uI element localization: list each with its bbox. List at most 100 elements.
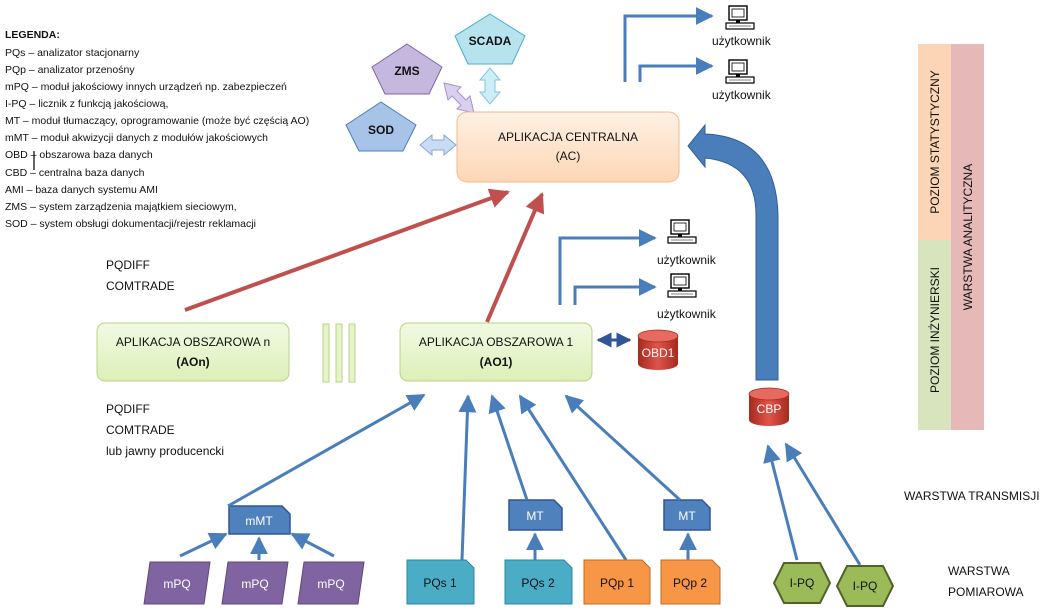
scada-label: SCADA [469,34,512,48]
user-label: użytkownik [712,34,772,48]
computer-icon [725,5,755,30]
pqp1-to-ao1-arrow [518,394,628,561]
mt-to-ao1-arrow [488,394,529,501]
area-app-n-code: (AOn) [176,355,209,369]
ipq-to-cbp-arrow [763,444,799,561]
area-app-n-title: APLIKACJA OBSZAROWA n [116,335,270,349]
layer-bands: POZIOM STATYSTYCZNY POZIOM INŻYNIERSKI W… [918,44,984,430]
ipq-to-cbp-arrow [784,442,862,566]
format-bottom: PQDIFF [106,402,150,416]
format-bottom: lub jawny producencki [106,444,224,458]
mpq-label: mPQ [317,577,344,591]
mmt-to-ao1-arrow [227,393,426,508]
ac-user-arrow-1 [623,7,714,82]
user-label: użytkownik [657,253,717,267]
mpq-to-mmt-arrow [179,532,228,558]
database-cbp: CBP [748,387,790,426]
measurement-layer-label-1: WARSTWA [948,564,1010,578]
statistical-band [918,44,951,240]
mpq-to-mmt-arrow [290,532,335,558]
device-pqp2: PQp 2 [660,559,721,605]
pqs1-to-ao1-arrow [458,394,477,561]
device-pqs1: PQs 1 [406,559,475,605]
device-mpq-2: mPQ [221,561,289,605]
mmt-label: mMT [245,514,273,528]
zms-label: ZMS [394,64,419,78]
user-label: użytkownik [657,307,717,321]
legend-title: LEGENDA: [5,29,60,41]
legend-item: mPQ – moduł jakościowy innych urządzeń n… [5,81,287,93]
system-sod: SOD [345,101,417,152]
legend-item: SOD – system obsługi dokumentacji/rejest… [5,218,256,230]
engineering-band [918,240,951,430]
analytical-band [951,44,984,430]
mpq-label: mPQ [163,577,190,591]
cbp-label: CBP [757,402,782,416]
legend-item: PQp – analizator przenośny [5,64,135,76]
area-application-1: APLIKACJA OBSZAROWA 1 (AO1) [399,322,593,382]
legend-item: mMT – moduł akwizycji danych z modułów j… [5,132,268,144]
format-top: COMTRADE [106,279,175,293]
format-bottom: COMTRADE [106,423,175,437]
device-pqp1: PQp 1 [583,559,651,605]
sod-ac-double-arrow [419,133,457,157]
ipq-label: I-PQ [790,576,815,590]
ac-user-arrow-2 [638,57,714,82]
computer-icon [667,273,697,298]
format-top: PQDIFF [106,258,150,272]
module-mt-pqp: MT [663,499,711,531]
ao1-to-ac-arrow [485,192,545,323]
mt-label: MT [526,509,544,523]
area-app-1-title: APLIKACJA OBSZAROWA 1 [419,335,574,349]
legend-item: PQs – analizator stacjonarny [5,47,140,59]
transmission-layer-label: WARSTWA TRANSMISJI [904,489,1040,503]
pqp2-label: PQp 2 [673,576,707,590]
scada-ac-double-arrow [478,67,502,105]
mt-label: MT [678,509,696,523]
pqp1-label: PQp 1 [600,576,634,590]
user-label: użytkownik [712,88,772,102]
ao1-user-arrow-1 [558,229,657,305]
cbp-to-ac-arrow [687,123,779,381]
measurement-layer-label-2: POMIAROWA [948,585,1024,599]
legend-item: CBD – centralna baza danych [5,167,145,179]
obd1-label: OBD1 [642,346,675,360]
device-mpq-1: mPQ [143,561,211,605]
legend-item: MT – moduł tłumaczący, oprogramowanie (m… [5,115,309,127]
parallel-bars [322,323,356,383]
module-mmt: mMT [228,505,291,535]
central-app-code: (AC) [556,149,581,163]
system-zms: ZMS [371,43,443,95]
legend-item: OBD – obszarowa baza danych [5,149,153,161]
module-mt-pqs: MT [508,499,563,531]
device-ipq-2: I-PQ [835,565,895,607]
central-app-title: APLIKACJA CENTRALNA [498,130,638,144]
device-ipq-1: I-PQ [772,562,832,604]
computer-icon [667,219,697,244]
central-application: APLIKACJA CENTRALNA (AC) [456,111,680,183]
aon-to-ac-arrow [184,188,510,312]
database-obd1: OBD1 [637,329,679,370]
pqs1-label: PQs 1 [423,576,457,590]
analytical-layer-label: WARSTWA ANALITYCZNA [961,164,975,310]
legend: LEGENDA: PQs – analizator stacjonarny PQ… [5,29,309,230]
pqs2-label: PQs 2 [521,576,555,590]
ao1-user-arrow-2 [573,278,657,305]
mt-to-ao1-arrow [564,394,682,502]
mpq-label: mPQ [241,577,268,591]
device-mpq-3: mPQ [297,561,365,605]
legend-item: AMI – baza danych systemu AMI [5,184,158,196]
ipq-label: I-PQ [853,579,878,593]
sod-label: SOD [368,123,394,137]
zms-ac-double-arrow [443,82,475,114]
area-app-1-code: (AO1) [480,355,513,369]
engineering-level-label: POZIOM INŻYNIERSKI [928,267,942,393]
device-pqs2: PQs 2 [504,559,573,605]
system-scada: SCADA [454,13,526,65]
legend-item: I-PQ – licznik z funkcją jakościową, [5,98,168,110]
statistical-level-label: POZIOM STATYSTYCZNY [928,70,942,214]
computer-icon [725,59,755,84]
area-application-n: APLIKACJA OBSZAROWA n (AOn) [96,322,290,382]
legend-item: ZMS – system zarządzenia majątkiem sieci… [5,201,237,213]
